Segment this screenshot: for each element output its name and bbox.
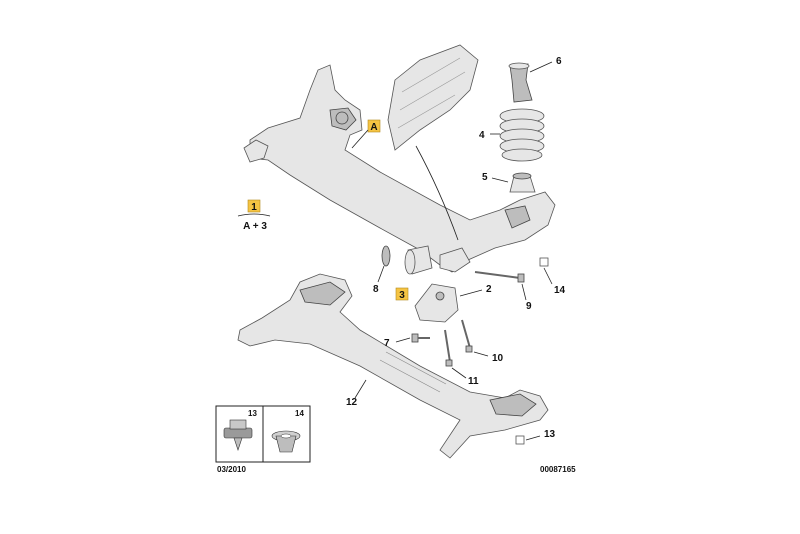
part-label-8: 8: [373, 284, 379, 295]
inset-label-13: 13: [248, 409, 257, 418]
part-label-7: 7: [384, 338, 390, 349]
part-label-5: 5: [482, 172, 488, 183]
bolt-11: [444, 329, 467, 379]
fastener-inset-box: 13 14: [215, 405, 311, 463]
clip-fastener-icon: [223, 419, 253, 451]
bump-stop-part: [508, 61, 553, 103]
callout-A: A: [351, 119, 381, 149]
part-label-9: 9: [526, 301, 532, 312]
part-label-11: 11: [468, 376, 479, 387]
part-label-14: 14: [554, 285, 566, 296]
part-label-12: 12: [346, 397, 358, 408]
heat-shield-plate: [387, 44, 479, 241]
callout-A-text: A: [370, 122, 377, 133]
callout-formula: A + 3: [243, 221, 267, 232]
callout-3-text: 3: [399, 290, 405, 301]
rear-axle-beam: [243, 64, 556, 273]
part-label-6: 6: [556, 56, 562, 67]
part-label-10: 10: [492, 353, 504, 364]
bolt-9: [474, 271, 527, 301]
date-code: 03/2010: [217, 465, 246, 474]
callout-1-text: 1: [251, 202, 257, 213]
inset-label-14: 14: [295, 409, 304, 418]
bolt-7: [395, 333, 430, 343]
fastener-ref-13: [515, 435, 525, 445]
part-label-2: 2: [486, 284, 492, 295]
callout-1: 1 A + 3: [237, 199, 271, 232]
bracket-part: [414, 283, 483, 323]
reference-number: 00087165: [540, 465, 576, 474]
bush-part: [377, 245, 433, 283]
fastener-ref-14: [539, 257, 549, 267]
callout-3: 3: [395, 287, 409, 301]
part-label-4: 4: [479, 130, 485, 141]
bolt-10: [461, 319, 489, 357]
part-label-13: 13: [544, 429, 556, 440]
coil-spring-part: [490, 108, 545, 162]
grommet-icon: [271, 430, 301, 453]
subframe-part: [237, 273, 549, 459]
spring-seat-part: [491, 172, 536, 193]
